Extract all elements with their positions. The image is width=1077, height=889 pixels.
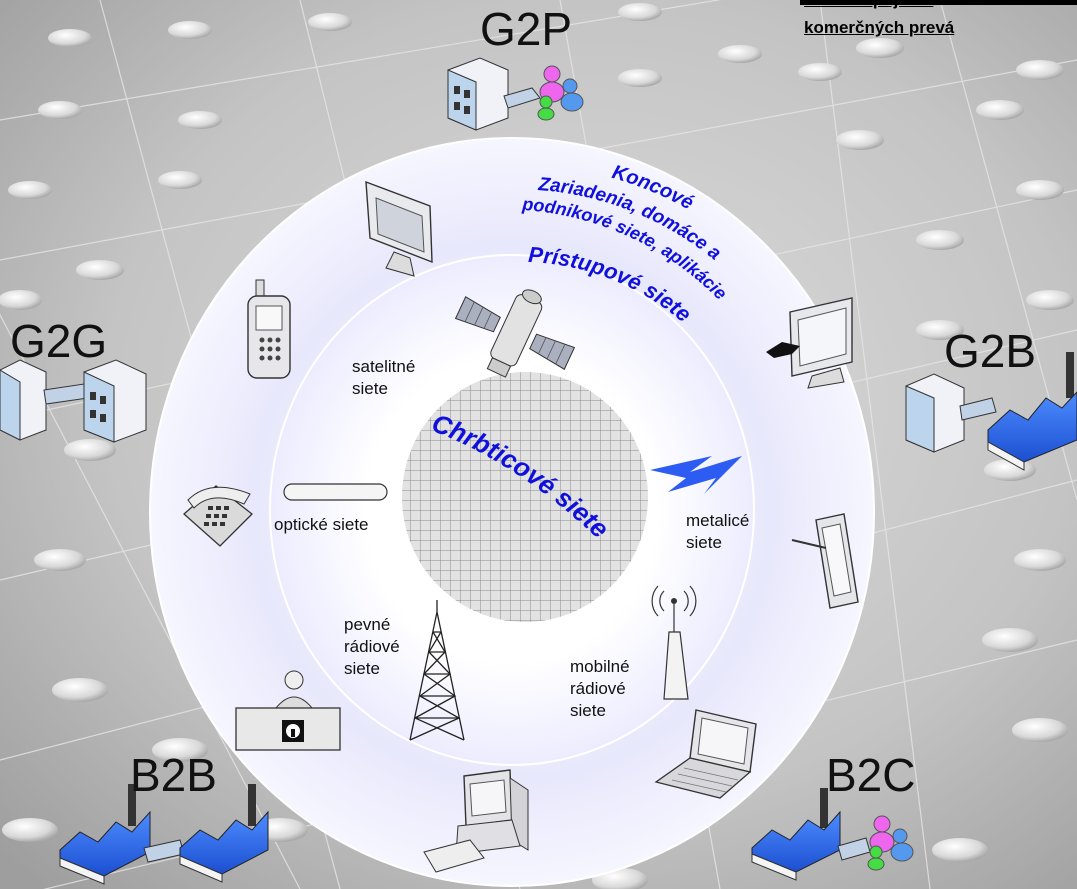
g2g-building-right-icon — [83, 359, 147, 443]
g2p-connector — [503, 87, 541, 109]
label-optical-networks: optické siete — [274, 514, 369, 536]
label-fixed-radio-line-1: pevné — [344, 615, 391, 634]
touch-monitor-icon — [766, 297, 853, 389]
label-mobile-radio-line-2: rádiové — [570, 679, 626, 699]
g2b-factory-icon — [987, 352, 1077, 471]
label-fixed-radio-line-2: rádiové — [344, 637, 400, 657]
label-mobile-radio-line-1: mobilné — [570, 657, 630, 676]
satellite-icon — [454, 289, 576, 378]
g2p-building-icon — [447, 57, 509, 131]
laptop-icon — [654, 709, 757, 799]
mobile-antenna-icon — [651, 585, 697, 700]
label-fixed-radio-line-3: siete — [344, 659, 380, 679]
label-fixed-radio-networks: pevné rádiové siete — [344, 614, 400, 680]
b2c-factory-icon — [751, 788, 841, 881]
g2g-building-left-icon — [0, 359, 47, 441]
info-desk-icon — [235, 670, 341, 751]
label-b2c: B2C — [826, 749, 916, 801]
label-mobile-radio-networks: mobilné rádiové siete — [570, 656, 630, 722]
g2b-connector — [959, 397, 997, 421]
label-g2p: G2P — [480, 3, 573, 55]
lightning-icon — [650, 456, 742, 494]
desk-phone-icon — [183, 485, 253, 547]
tablet-icon — [791, 513, 859, 609]
label-satellite-networks: satelitné siete — [352, 356, 415, 400]
label-b2b: B2B — [130, 749, 217, 801]
optical-cable-icon — [283, 483, 388, 501]
label-g2b: G2B — [944, 325, 1037, 377]
label-optical-line-1: optické siete — [274, 515, 369, 534]
g2p-people-icon — [537, 65, 584, 121]
label-satellite-line-2: siete — [352, 379, 388, 399]
title-line-1: Prehľad pojmov — [804, 0, 933, 10]
label-metallic-networks: metalicé siete — [686, 510, 749, 554]
desktop-pc-icon — [423, 769, 529, 873]
b2b-factory-left-icon — [59, 784, 151, 885]
label-satellite-line-1: satelitné — [352, 357, 416, 376]
title-line-2: komerčných prevá — [804, 18, 955, 37]
radio-tower-icon — [409, 600, 465, 741]
core-mesh — [402, 372, 648, 622]
b2c-people-icon — [867, 815, 914, 871]
monitor-icon — [365, 180, 433, 277]
g2b-building-icon — [905, 373, 965, 453]
label-g2g: G2G — [10, 315, 108, 367]
label-metallic-line-1: metalicé — [686, 511, 750, 530]
page-title: Prehľad pojmov komerčných prevá — [788, 0, 1077, 48]
mobile-phone-icon — [247, 279, 291, 379]
label-mobile-radio-line-3: siete — [570, 701, 606, 721]
label-metallic-line-2: siete — [686, 533, 722, 553]
b2b-factory-right-icon — [179, 784, 269, 883]
title-rule — [800, 0, 1077, 5]
